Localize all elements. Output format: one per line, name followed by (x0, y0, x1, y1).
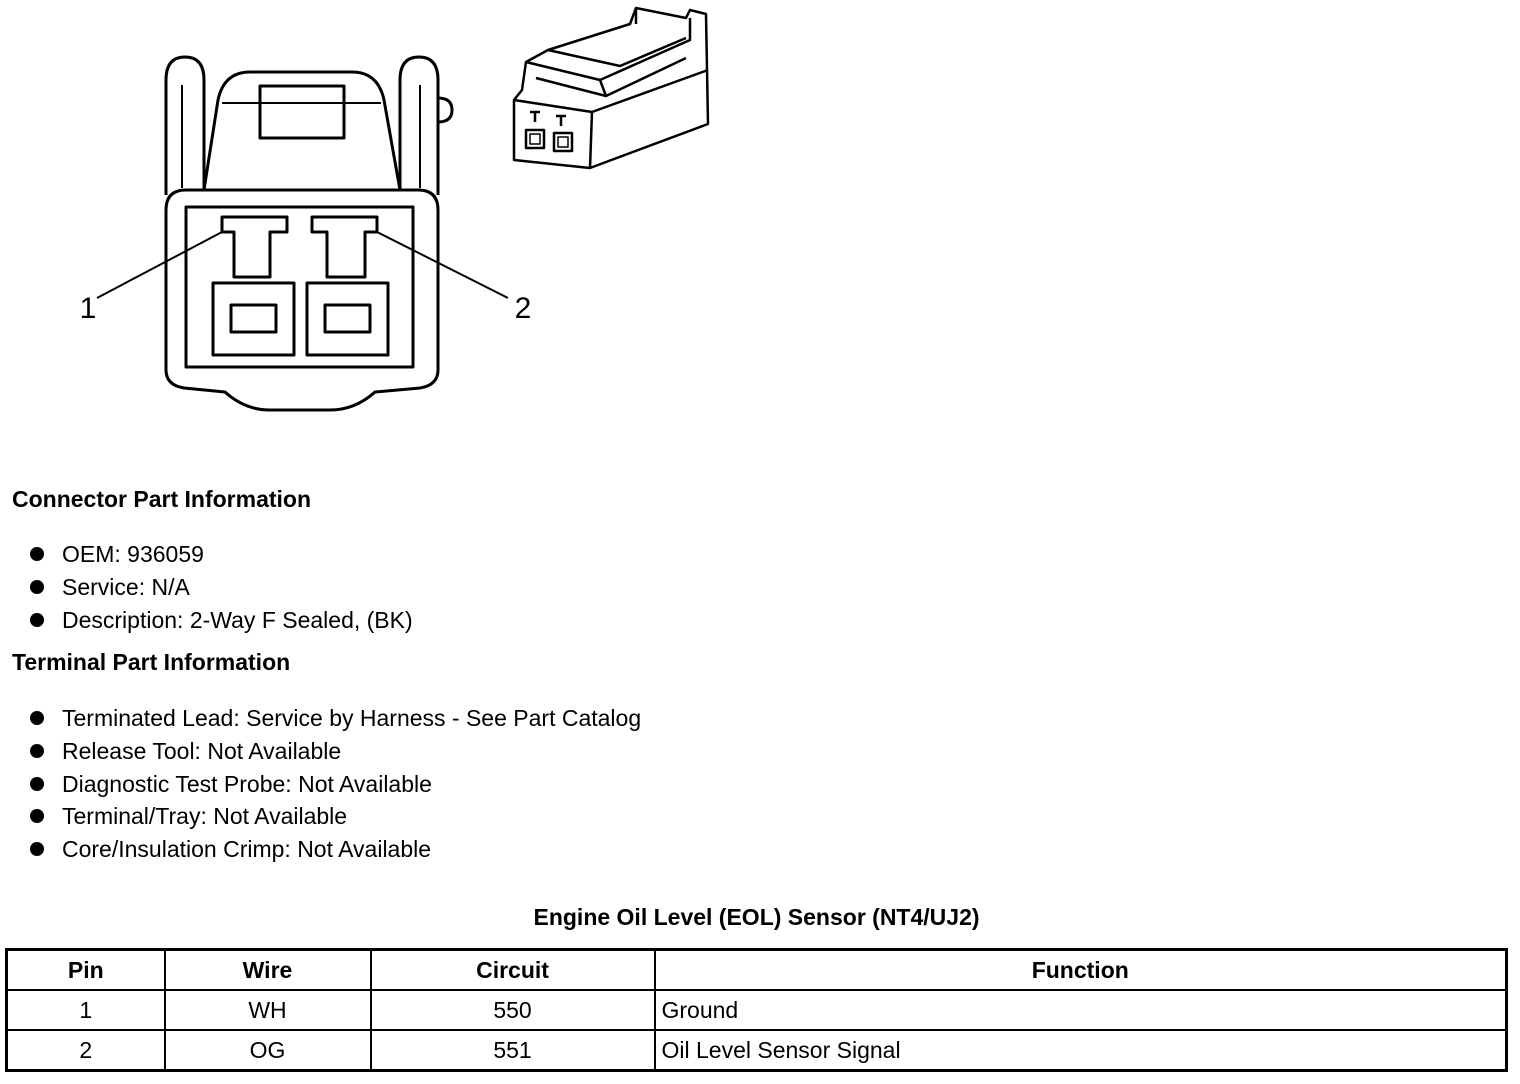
cell-circuit: 550 (369, 989, 656, 1031)
column-header-wire: Wire (163, 948, 372, 991)
connector-body (164, 188, 440, 412)
left-latch-arm (164, 55, 206, 195)
terminal-1-tab (220, 215, 289, 279)
cell-function: Ground (653, 989, 1508, 1031)
terminal-info-list: Terminated Lead: Service by Harness - Se… (28, 702, 641, 866)
list-item: OEM: 936059 (28, 538, 413, 571)
top-housing (202, 70, 402, 191)
list-item: Terminal/Tray: Not Available (28, 800, 641, 833)
bullet-icon (30, 612, 44, 627)
bullet-icon (30, 547, 44, 561)
connector-info-list: OEM: 936059 Service: N/A Description: 2-… (28, 538, 413, 636)
cell-function: Oil Level Sensor Signal (653, 1029, 1508, 1072)
connector-face (184, 205, 415, 369)
callout-2: 2 (515, 292, 532, 325)
bullet-icon (30, 711, 44, 725)
terminal-2-tab (310, 215, 379, 279)
terminal-info-heading: Terminal Part Information (12, 649, 291, 675)
connector-perspective-view (512, 6, 710, 170)
callout-1: 1 (80, 292, 97, 325)
bullet-icon (30, 743, 44, 758)
cell-circuit: 551 (369, 1029, 656, 1072)
bullet-icon (30, 579, 44, 594)
connector-info-heading: Connector Part Information (12, 486, 312, 512)
cell-wire: OG (163, 1029, 372, 1072)
table-row: 2 OG 551 Oil Level Sensor Signal (5, 1029, 1508, 1072)
cell-pin: 2 (5, 1029, 166, 1072)
terminal-2-cavity (305, 281, 390, 357)
column-header-pin: Pin (5, 948, 166, 991)
column-header-function: Function (653, 948, 1508, 991)
terminal-1-cavity (211, 281, 296, 357)
bullet-icon (30, 776, 44, 791)
right-latch-arm (398, 55, 440, 195)
list-item: Release Tool: Not Available (28, 735, 641, 768)
list-item: Terminated Lead: Service by Harness - Se… (28, 702, 641, 735)
top-latch (258, 84, 346, 140)
list-item: Service: N/A (28, 571, 413, 604)
table-title: Engine Oil Level (EOL) Sensor (NT4/UJ2) (533, 904, 980, 930)
column-header-circuit: Circuit (369, 948, 656, 991)
list-item: Description: 2-Way F Sealed, (BK) (28, 604, 413, 637)
pinout-table: Pin Wire Circuit Function 1 WH 550 Groun… (5, 948, 1508, 1072)
cell-pin: 1 (5, 989, 166, 1031)
list-item: Core/Insulation Crimp: Not Available (28, 833, 641, 866)
table-row: 1 WH 550 Ground (5, 989, 1508, 1031)
table-header-row: Pin Wire Circuit Function (5, 948, 1508, 991)
bullet-icon (30, 809, 44, 824)
cell-wire: WH (163, 989, 372, 1031)
list-item: Diagnostic Test Probe: Not Available (28, 768, 641, 801)
bullet-icon (30, 842, 44, 857)
connector-diagram: 1 2 (80, 6, 710, 412)
